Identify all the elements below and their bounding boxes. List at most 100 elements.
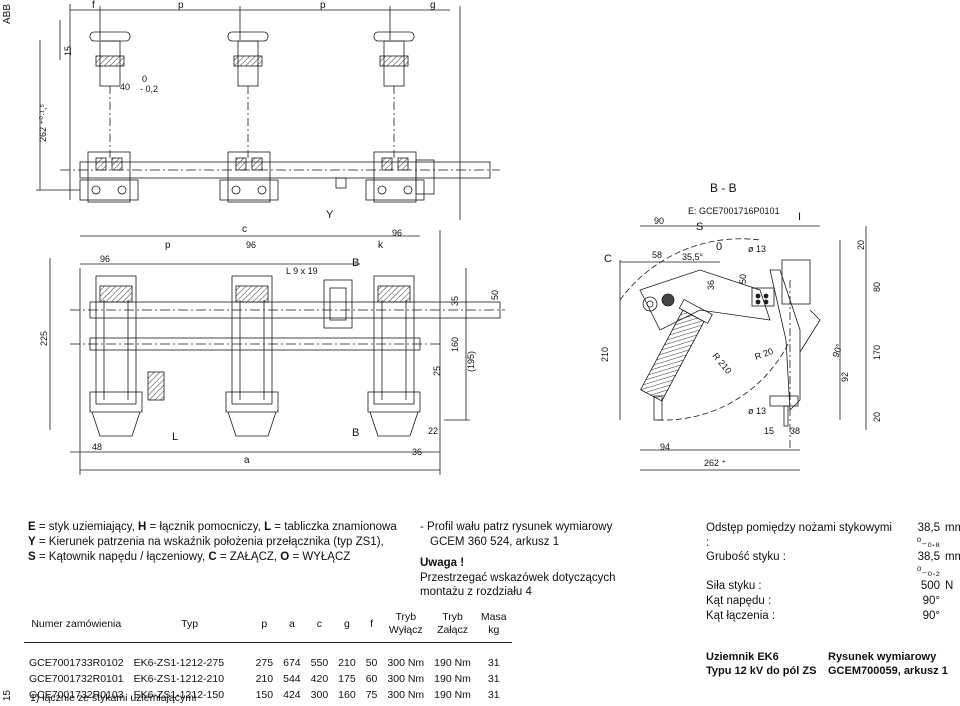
table-cell: GCE7001732R0103 xyxy=(29,689,124,701)
dim-p2: p xyxy=(320,0,326,11)
dim-r210: R 210 xyxy=(710,351,733,376)
table-cell: GCE7001732R0101 xyxy=(29,673,124,685)
spec-value: 90° xyxy=(922,594,940,607)
contact-group-3 xyxy=(367,275,421,437)
legend-text: = tabliczka znamionowa xyxy=(271,521,397,533)
dim-p: p xyxy=(165,240,171,251)
title-drawing-number: GCEM700059, arkusz 1 xyxy=(828,665,948,677)
dim-94: 94 xyxy=(660,442,670,452)
dim-c: c xyxy=(242,224,247,235)
legend-key: C xyxy=(208,551,217,563)
label-l9x19: L 9 x 19 xyxy=(286,266,318,276)
order-table: Numer zamówienia Typ p a c g f Tryb Wyłą… xyxy=(24,606,512,703)
legend-key: H xyxy=(138,521,147,533)
table-cell: 190 Nm xyxy=(434,689,471,701)
label-C: C xyxy=(604,253,612,265)
legend-line-2: Y = Kierunek patrzenia na wskaźnik położ… xyxy=(28,535,397,550)
legend-key: Y xyxy=(28,536,36,548)
table-cell: 210 xyxy=(338,657,356,669)
spec-unit: mm xyxy=(945,551,960,564)
dim-96b: 96 xyxy=(246,240,256,250)
section-title: B - B xyxy=(710,181,737,195)
col-header-mass: Masa kg xyxy=(475,606,512,643)
label-zero: 0 xyxy=(716,241,722,253)
col-header-c: c xyxy=(305,606,334,643)
dim-15s: 15 xyxy=(764,426,774,436)
spec-value: 38,5 ⁰₋₀.₈ xyxy=(916,522,940,549)
table-cell: 420 xyxy=(310,673,329,685)
notes-block: - Profil wału patrz rysunek wymiarowy GC… xyxy=(420,520,616,600)
dim-f: f xyxy=(92,0,95,11)
legend-key: O xyxy=(280,551,290,563)
table-cell: 150 xyxy=(255,689,274,701)
legend-text: = Kątownik napędu / łączeniowy, xyxy=(35,551,209,563)
table-cell: 50 xyxy=(365,657,378,669)
dim-262: 262 ⁺⁰·¹,⁵ xyxy=(38,104,48,142)
col-header-p: p xyxy=(250,606,279,643)
legend-key: L xyxy=(264,521,272,533)
dim-36: 36 xyxy=(412,447,422,457)
legend-block: E = styk uziemiający, H = łącznik pomocn… xyxy=(28,520,397,565)
spec-label: Kąt napędu : xyxy=(706,594,772,607)
dim-90: 90 xyxy=(654,216,664,226)
section-ref: E: GCE7001716P0101 xyxy=(688,206,780,216)
table-cell: 75 xyxy=(365,689,378,701)
dim-k: k xyxy=(378,240,384,251)
dim-g: g xyxy=(430,0,436,11)
dim-50: 50 xyxy=(490,290,500,300)
spec-label: Odstęp pomiędzy nożami stykowymi : xyxy=(706,522,892,549)
table-cell: 300 Nm xyxy=(387,657,425,669)
table-cell: 275 xyxy=(255,657,274,669)
note-line-1: - Profil wału patrz rysunek wymiarowy xyxy=(420,521,613,533)
label-S: S xyxy=(696,221,703,233)
knob-2 xyxy=(227,31,269,160)
spec-unit xyxy=(940,594,945,609)
spring xyxy=(640,298,713,402)
table-cell: EK6-ZS1-1212-210 xyxy=(133,673,225,685)
spec-unit xyxy=(940,609,945,624)
table-cell: 300 Nm xyxy=(387,689,425,701)
table-cell: 190 Nm xyxy=(434,657,471,669)
dim-48: 48 xyxy=(92,442,102,452)
section-view xyxy=(619,225,867,471)
spec-row: Siła styku : 500 N xyxy=(706,579,960,594)
page-number: 15 xyxy=(2,690,13,702)
spec-label: Siła styku : xyxy=(706,580,762,593)
col-header-f: f xyxy=(360,606,383,643)
spec-row: Odstęp pomiędzy nożami stykowymi : 38,5 … xyxy=(706,521,960,550)
table-cell: 544 xyxy=(283,673,301,685)
dim-96a: 96 xyxy=(100,254,110,264)
spec-label: Kąt łączenia : xyxy=(706,609,776,622)
legend-text: = WYŁĄCZ xyxy=(289,551,351,563)
bearing-block-1 xyxy=(79,151,139,203)
spec-row: Kąt napędu : 90° xyxy=(706,594,960,609)
technical-drawing: f p p g 0 40 - 0,2 15 262 ⁺⁰·¹,⁵ xyxy=(36,0,882,475)
table-footnote: 1) łącznie ze stykami uziemiającymi xyxy=(30,692,197,704)
label-L: L xyxy=(172,431,178,443)
table-cell: 31 xyxy=(487,689,500,701)
dim-195: (195) xyxy=(466,351,476,372)
title-product-name: Uziemnik EK6 xyxy=(706,651,779,663)
dim-a: a xyxy=(244,455,250,466)
title-drawing-name: Rysunek wymiarowy xyxy=(828,651,937,663)
dim-225: 225 xyxy=(39,331,49,346)
table-cell: 674 xyxy=(283,657,301,669)
label-B-bottom: B xyxy=(352,427,359,439)
contact-group-1 xyxy=(89,275,165,437)
dim-22: 22 xyxy=(428,426,438,436)
top-view xyxy=(36,4,500,220)
spec-value: 500 xyxy=(920,580,940,593)
dim-ang90: 90° xyxy=(830,342,844,359)
col-header-order: Numer zamówienia xyxy=(24,606,129,643)
table-cell: 424 xyxy=(283,689,301,701)
table-cell: 300 xyxy=(310,689,329,701)
dim-15: 15 xyxy=(63,46,73,56)
dim-80: 80 xyxy=(872,282,882,292)
contact-group-2 xyxy=(225,275,279,437)
spec-value: 38,5 ⁰₋₀.₂ xyxy=(916,551,940,578)
dim-210: 210 xyxy=(600,347,610,362)
col-header-g: g xyxy=(333,606,361,643)
dim-160: 160 xyxy=(450,337,460,352)
